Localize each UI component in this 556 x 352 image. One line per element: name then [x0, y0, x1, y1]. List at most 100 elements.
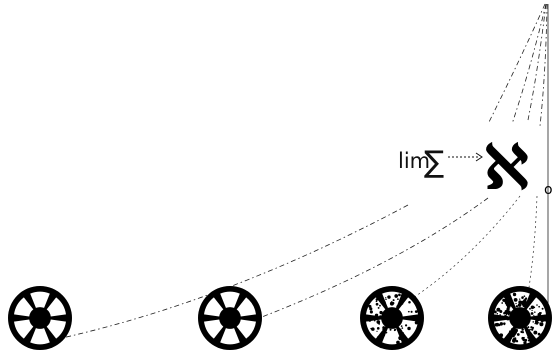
- reel-speckle: [385, 297, 387, 299]
- reel-speckle: [496, 313, 499, 315]
- reel-speckle: [407, 326, 411, 331]
- reel-speckle: [374, 319, 376, 322]
- reel-speckle: [544, 317, 547, 320]
- reel-window: [204, 297, 224, 317]
- reel-speckle: [414, 320, 419, 325]
- reel-speckle: [499, 314, 501, 316]
- reel-line-1: [61, 204, 409, 339]
- reel-speckle: [379, 304, 381, 307]
- reel-speckle: [536, 304, 538, 306]
- apex-line-4: [539, 3, 548, 127]
- reel-speckle: [515, 330, 517, 333]
- reel-speckle: [379, 315, 382, 318]
- reel-window: [398, 297, 418, 317]
- reel-hub: [513, 311, 527, 325]
- reel-window: [204, 319, 224, 339]
- reel-speckle: [530, 305, 535, 310]
- reel-speckle: [530, 326, 533, 329]
- apex-lines: [487, 3, 549, 140]
- reel-speckle: [496, 307, 501, 312]
- reel-speckle: [374, 313, 379, 318]
- reel-speckle: [523, 336, 525, 339]
- reel-speckle: [538, 305, 541, 308]
- reel-speckle: [392, 299, 395, 302]
- reel-speckle: [499, 322, 504, 326]
- reel-speckle: [529, 299, 531, 301]
- reel-speckle: [378, 323, 381, 325]
- reel-speckle: [531, 309, 533, 312]
- reel-speckle: [520, 330, 523, 334]
- reel-speckle: [414, 310, 418, 313]
- reel-speckle: [509, 302, 514, 306]
- reel-speckle: [531, 328, 534, 331]
- reel-speckle: [499, 333, 504, 338]
- reel-speckle: [526, 329, 531, 334]
- reel-speckle: [519, 298, 521, 300]
- reel-speckle: [375, 300, 378, 303]
- reel-speckle: [533, 306, 536, 309]
- reel-speckle: [394, 328, 397, 331]
- reel-speckle: [532, 321, 535, 323]
- reel-speckle: [396, 304, 400, 309]
- reel-speckle: [376, 330, 378, 332]
- reel-speckle: [540, 318, 544, 323]
- reel-speckle: [389, 328, 392, 331]
- reel-speckle: [541, 307, 544, 310]
- reel-window: [46, 297, 66, 317]
- reel-speckle: [508, 330, 511, 332]
- reel-window: [236, 297, 256, 317]
- reel-window: [236, 319, 256, 339]
- reel-speckle: [503, 314, 508, 319]
- reel-speckle: [400, 339, 403, 341]
- reel-speckle: [371, 327, 375, 331]
- reel-speckle: [523, 341, 527, 345]
- reel-speckle: [520, 300, 525, 305]
- apex-line-3: [527, 3, 547, 121]
- reel-speckle: [534, 311, 536, 313]
- reel-speckle: [537, 312, 542, 317]
- reel-speckle: [527, 339, 530, 342]
- reel-speckle: [516, 333, 520, 336]
- reel-speckle: [501, 302, 504, 304]
- reel-speckle: [513, 298, 518, 302]
- reel-speckle: [385, 298, 387, 301]
- reel-speckle: [398, 328, 402, 331]
- apex-line-1: [487, 3, 546, 125]
- reel-speckle: [524, 338, 528, 342]
- reel-speckle: [401, 327, 404, 329]
- reel-speckle: [379, 310, 383, 315]
- reel-line-3: [409, 195, 521, 301]
- reel-speckle: [534, 322, 536, 325]
- reel-speckle: [511, 334, 515, 338]
- reel-speckle: [523, 301, 528, 305]
- reel-speckle: [365, 315, 370, 319]
- reel-speckle: [517, 303, 522, 307]
- reel-speckle: [398, 338, 402, 341]
- reel-speckle: [398, 293, 401, 297]
- reel-speckle: [404, 324, 408, 327]
- reel-speckle: [521, 297, 524, 299]
- reel-speckle: [524, 297, 528, 300]
- reel-speckle: [504, 309, 509, 314]
- reel-speckle: [527, 326, 530, 329]
- reel-speckle: [504, 298, 507, 302]
- reel-speckle: [376, 320, 381, 324]
- reel-window: [14, 319, 34, 339]
- reel-speckle: [400, 330, 403, 332]
- reel-speckle: [394, 294, 399, 298]
- reel-speckle: [512, 338, 516, 343]
- reel-speckle: [515, 305, 519, 308]
- reel-speckle: [544, 318, 547, 321]
- lim-label: lim: [398, 149, 430, 173]
- reel-speckle: [400, 294, 404, 298]
- reel-speckle: [385, 331, 388, 334]
- reel-speckle: [513, 294, 516, 297]
- aleph-symbol: ℵ: [484, 133, 529, 203]
- reel-speckle: [511, 329, 514, 333]
- reel-speckle: [515, 339, 519, 343]
- reel-speckle: [387, 296, 389, 298]
- reel-speckle: [539, 322, 544, 327]
- reel-speckle: [494, 322, 499, 327]
- reel-speckle: [512, 302, 515, 305]
